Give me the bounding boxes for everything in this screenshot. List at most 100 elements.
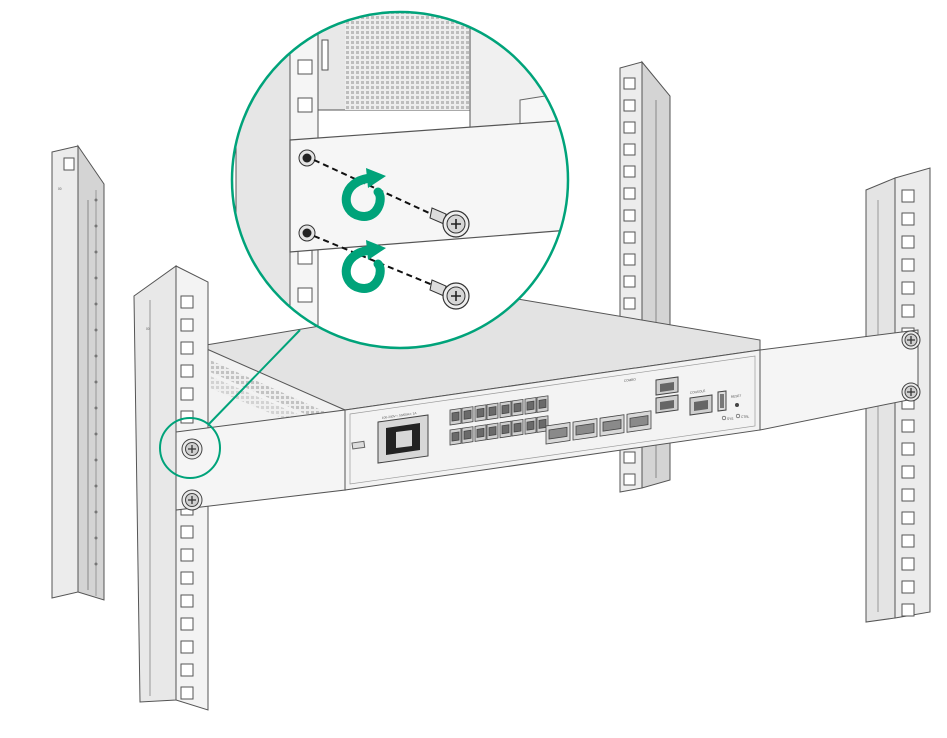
rack-hole — [180, 548, 194, 562]
rack-hole — [94, 432, 98, 436]
rack-hole — [901, 258, 915, 272]
rack-hole — [180, 387, 194, 401]
rack-hole — [180, 295, 194, 309]
rack-hole — [901, 212, 915, 226]
rack-hole — [901, 580, 915, 594]
sys-label: SYS — [727, 417, 733, 421]
screw-path-line — [313, 159, 441, 219]
rack-hole — [623, 209, 636, 222]
rj45-port-opening — [526, 420, 535, 431]
rack-hole — [901, 442, 915, 456]
reset-button: RESET — [731, 394, 742, 407]
rack-hole — [180, 410, 194, 424]
rj45-port-block — [449, 395, 549, 446]
rack-hole — [94, 406, 98, 410]
rack-hole — [901, 534, 915, 548]
rack-hole — [623, 297, 636, 310]
sfp-port-opening — [629, 415, 649, 428]
rack-hole — [901, 304, 915, 318]
rack-hole — [901, 419, 915, 433]
rack-hole — [623, 253, 636, 266]
rack-hole — [180, 686, 194, 700]
rj45-port-opening — [501, 424, 510, 435]
sfp-port-opening — [548, 426, 568, 440]
reset-label: RESET — [731, 394, 742, 399]
left-rear-rack-post: 00 — [51, 144, 105, 601]
rack-hole — [94, 302, 98, 306]
console-port: CONSOLE — [689, 389, 713, 416]
ctrl-label: CTRL — [741, 415, 750, 419]
rack-hole — [623, 165, 636, 178]
rj45-port-opening — [463, 429, 472, 440]
rj45-port-opening — [476, 407, 485, 418]
callout-target-circle — [159, 417, 221, 479]
rack-hole — [94, 224, 98, 228]
rack-hole — [901, 488, 915, 502]
combo-label: COMBO — [624, 377, 637, 383]
rack-hole — [623, 473, 636, 486]
sfp-port-block — [545, 410, 652, 445]
rack-hole — [94, 354, 98, 358]
screw — [429, 207, 470, 238]
left-mounting-bracket — [175, 409, 346, 511]
rack-hole — [180, 364, 194, 378]
status-leds: SYS CTRL — [721, 413, 750, 421]
rj45-port-opening — [538, 418, 547, 429]
sfp-port-opening — [602, 419, 622, 432]
svg-text:00: 00 — [58, 187, 62, 191]
rack-hole — [180, 525, 194, 539]
rack-hole — [623, 187, 636, 200]
rack-hole — [180, 341, 194, 355]
svg-text:00: 00 — [146, 327, 150, 331]
rack-hole — [623, 451, 636, 464]
rack-hole — [94, 276, 98, 280]
rotate-arrow-icon — [341, 240, 386, 293]
rack-hole — [901, 557, 915, 571]
rack-hole — [180, 571, 194, 585]
detail-callout — [159, 329, 301, 479]
right-mounting-bracket — [759, 329, 921, 431]
rack-hole — [94, 536, 98, 540]
rack-hole — [901, 235, 915, 249]
rack-hole — [901, 189, 915, 203]
rj45-port-opening — [463, 409, 472, 420]
screw — [181, 489, 203, 511]
rj45-port-opening — [476, 427, 485, 438]
screw — [429, 279, 470, 310]
rack-hole — [94, 198, 98, 202]
rack-hole — [901, 465, 915, 479]
rack-hole — [623, 121, 636, 134]
console-label: CONSOLE — [690, 389, 706, 395]
rack-hole — [623, 143, 636, 156]
rotate-arrow-icon — [341, 168, 386, 221]
screw — [901, 382, 921, 402]
rack-hole — [901, 281, 915, 295]
rack-hole — [94, 510, 98, 514]
rj45-port-opening — [451, 411, 460, 422]
rj45-port-opening — [513, 402, 522, 413]
rack-hole — [623, 77, 636, 90]
rack-hole — [180, 594, 194, 608]
rack-hole — [94, 458, 98, 462]
rj45-port-opening — [538, 398, 547, 409]
screw-path-line — [313, 235, 441, 289]
rj45-port-opening — [526, 400, 535, 411]
rack-hole — [901, 603, 915, 617]
rack-hole — [94, 380, 98, 384]
rack-hole — [623, 99, 636, 112]
screw — [901, 330, 921, 350]
rack-hole — [94, 328, 98, 332]
rj45-port-opening — [488, 426, 497, 437]
rack-hole — [623, 231, 636, 244]
rj45-port-opening — [501, 404, 510, 415]
rack-hole — [901, 511, 915, 525]
rj45-port-opening — [488, 406, 497, 417]
rack-hole — [94, 484, 98, 488]
rj45-port-opening — [451, 431, 460, 442]
rack-hole — [94, 562, 98, 566]
power-label: 100-240V~; 50/60Hz; 1A — [382, 411, 418, 420]
power-socket: 100-240V~; 50/60Hz; 1A — [377, 411, 429, 464]
rack-hole — [180, 640, 194, 654]
rack-hole — [180, 617, 194, 631]
screw — [181, 438, 203, 460]
